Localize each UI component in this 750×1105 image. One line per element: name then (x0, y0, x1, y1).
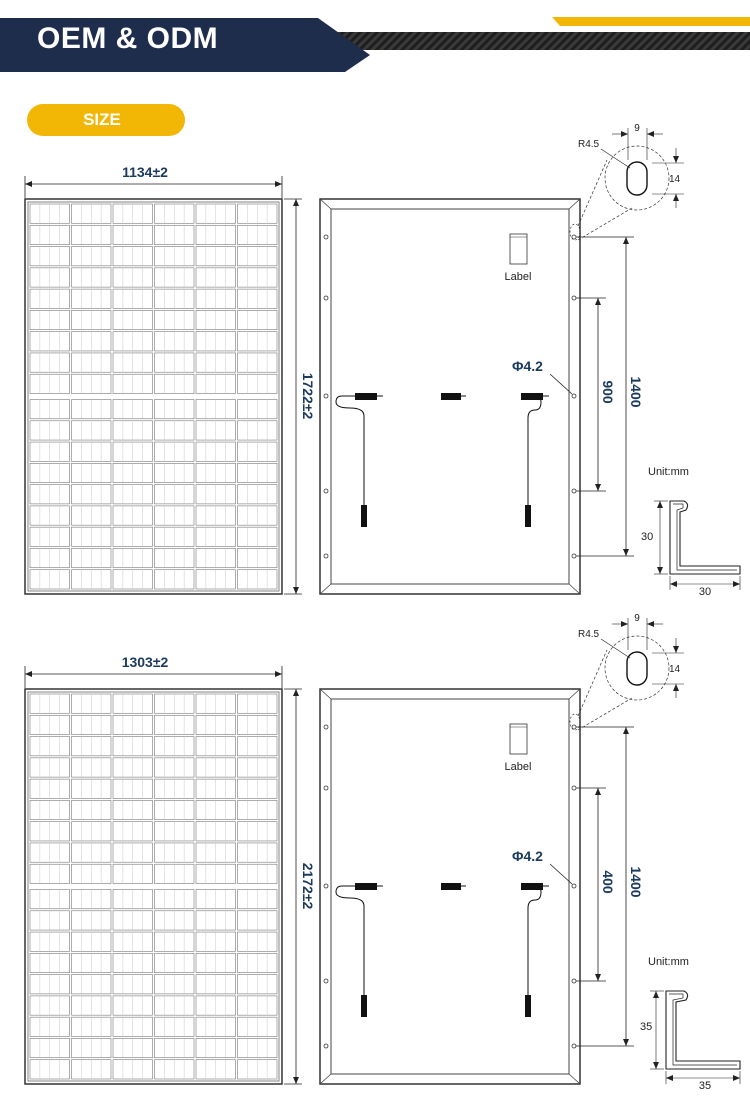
header-title: OEM & ODM (37, 22, 219, 55)
panel-1-frame-width: 30 (699, 586, 711, 598)
panel-2-hole-label: Φ4.2 (512, 848, 543, 864)
panel-1-junction-box-left (335, 393, 383, 527)
header-background (0, 0, 750, 72)
panel-2-height-label: 2172±2 (300, 863, 316, 910)
panel-2-drawing: 1303±2 2172±2 (24, 613, 741, 1092)
panel-2-label-text: Label (505, 761, 532, 773)
panel-2-junction-box-center (441, 883, 466, 890)
panel-1-slot-radius: R4.5 (578, 139, 600, 150)
panel-2-junction-box-right (521, 883, 549, 1017)
panel-1-drawing: 1134±2 1722±2 (24, 123, 741, 598)
size-section-pill: SIZE (27, 104, 185, 136)
panel-1-slot-height: 14 (669, 174, 681, 185)
panel-2-hole-spacing-dimensions: 400 1400 (576, 726, 644, 1047)
panel-1-front-view (24, 198, 283, 595)
panel-1-frame-section: Unit:mm 30 30 (641, 466, 741, 598)
panel-1-inner-dimension: 900 (600, 380, 616, 404)
panel-2-slot-height: 14 (669, 664, 681, 675)
size-section-label: SIZE (83, 110, 121, 129)
panel-2-back-view: Label Φ4.2 (319, 688, 581, 1085)
panel-1-hole-label: Φ4.2 (512, 358, 543, 374)
panel-1-width-label: 1134±2 (122, 164, 168, 180)
panel-1-back-view: Label Φ4.2 (319, 198, 581, 595)
panel-2-height-dimension: 2172±2 (284, 688, 316, 1085)
panel-2-slot-radius: R4.5 (578, 629, 600, 640)
panel-2-width-label: 1303±2 (122, 654, 169, 670)
panel-2-slot-detail: 9 14 R4.5 (569, 613, 684, 731)
panel-1-hole-spacing-dimensions: 900 1400 (576, 236, 644, 557)
panel-1-slot-detail: 9 14 R4.5 (569, 123, 684, 241)
panel-1-cell-grid (29, 203, 278, 590)
panel-2-width-dimension: 1303±2 (24, 654, 283, 688)
panel-2-frame-height: 35 (640, 1021, 652, 1033)
panel-1-width-dimension: 1134±2 (24, 164, 283, 198)
panel-1-junction-box-right (521, 393, 549, 527)
panel-1-outer-dimension: 1400 (628, 376, 644, 407)
panel-1-label-sticker (509, 233, 528, 265)
panel-1-height-label: 1722±2 (300, 373, 316, 420)
panel-1-height-dimension: 1722±2 (284, 198, 316, 595)
panel-1-unit-label: Unit:mm (648, 466, 689, 478)
header-banner: OEM & ODM (0, 0, 750, 80)
panel-2-slot-width: 9 (634, 613, 640, 624)
panel-2-inner-dimension: 400 (600, 870, 616, 894)
panel-2-frame-section: Unit:mm 35 35 (640, 956, 741, 1092)
panel-2-outer-dimension: 1400 (628, 866, 644, 897)
panel-1-junction-box-center (441, 393, 466, 400)
panel-2-cell-grid (29, 693, 278, 1080)
panel-2-front-view (24, 688, 283, 1085)
panel-2-junction-box-left (335, 883, 383, 1017)
panel-1-label-text: Label (505, 271, 532, 283)
panel-2-frame-width: 35 (699, 1080, 711, 1092)
panel-2-label-sticker (509, 723, 528, 755)
panel-1-slot-width: 9 (634, 123, 640, 134)
panel-1-frame-height: 30 (641, 531, 653, 543)
panel-2-unit-label: Unit:mm (648, 956, 689, 968)
